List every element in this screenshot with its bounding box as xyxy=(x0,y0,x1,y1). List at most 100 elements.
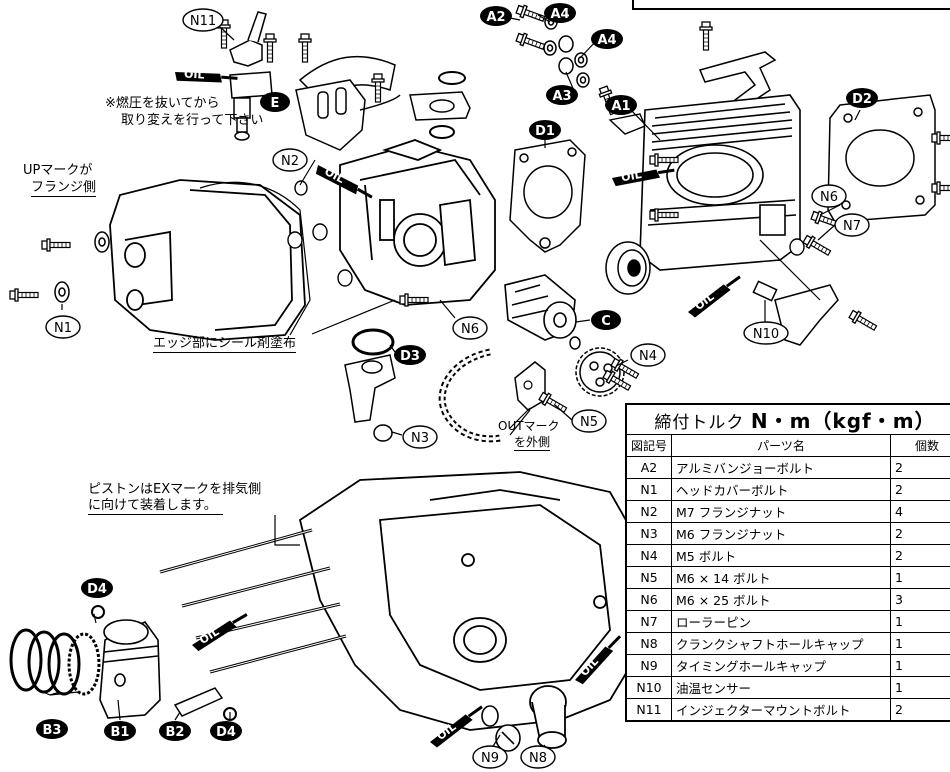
camshaft xyxy=(504,274,577,341)
callout-n5: N5 xyxy=(571,409,607,433)
roller-pin xyxy=(801,233,833,259)
callout-c: C xyxy=(591,310,621,330)
cell-name: インジェクターマウントボルト xyxy=(671,698,892,722)
cell-name: M5 ボルト xyxy=(671,544,892,567)
svg-text:C: C xyxy=(601,314,611,329)
cell-qty: 2 xyxy=(890,478,950,501)
gasket-d1 xyxy=(509,139,586,253)
svg-text:D4: D4 xyxy=(216,725,236,740)
callout-n9: N9 xyxy=(472,745,508,769)
cell-code: N8 xyxy=(625,632,673,655)
cylinder-head xyxy=(339,139,496,306)
round-cover xyxy=(605,241,651,295)
cell-code: N2 xyxy=(625,500,673,523)
svg-text:N2: N2 xyxy=(281,154,299,169)
piston-pin xyxy=(173,687,224,717)
cell-code: A2 xyxy=(625,456,673,479)
intake-bolt xyxy=(298,33,312,63)
callout-n11: N11 xyxy=(182,8,224,32)
svg-text:A4: A4 xyxy=(597,33,616,48)
cell-qty: 1 xyxy=(890,654,950,677)
cell-name: M6 × 14 ボルト xyxy=(671,566,892,589)
svg-text:N6: N6 xyxy=(461,322,479,337)
cell-name: アルミバンジョーボルト xyxy=(671,456,892,479)
lower-bracket xyxy=(774,284,839,346)
cell-qty: 1 xyxy=(890,632,950,655)
callout-a1: A1 xyxy=(605,95,637,115)
cam-sprocket xyxy=(575,347,625,397)
svg-text:D1: D1 xyxy=(535,124,555,139)
cell-qty: 1 xyxy=(890,676,950,699)
cell-qty: 2 xyxy=(890,522,950,545)
svg-text:N4: N4 xyxy=(639,349,657,364)
note-out-mark-1: OUTマーク xyxy=(498,419,560,433)
clip-d4 xyxy=(91,605,105,619)
callout-d4-left: D4 xyxy=(81,578,113,598)
column-header-code: 図記号 xyxy=(625,434,673,457)
piston xyxy=(99,619,161,719)
callout-n3: N3 xyxy=(402,425,438,449)
oil-indicator-icon xyxy=(681,274,750,321)
svg-text:N3: N3 xyxy=(411,431,429,446)
note-piston-2: に向けて装着します。 xyxy=(88,498,223,515)
cell-qty: 2 xyxy=(890,456,950,479)
piston-rings xyxy=(9,628,101,696)
callout-b1: B1 xyxy=(104,721,136,741)
callout-n7: N7 xyxy=(834,213,870,237)
callout-n8: N8 xyxy=(520,745,556,769)
svg-text:N11: N11 xyxy=(190,14,216,29)
cell-qty: 4 xyxy=(890,500,950,523)
cell-qty: 3 xyxy=(890,588,950,611)
svg-text:A4: A4 xyxy=(550,7,569,22)
bracket-bolt xyxy=(699,21,713,51)
top-frame-border xyxy=(632,0,950,10)
note-piston-1: ピストンはEXマークを排気側 xyxy=(88,482,262,497)
svg-text:B1: B1 xyxy=(111,725,130,740)
crank-cap xyxy=(529,685,567,749)
cell-code: N7 xyxy=(625,610,673,633)
callout-n1: N1 xyxy=(45,315,81,339)
cam-chain xyxy=(438,348,501,443)
svg-text:N8: N8 xyxy=(529,751,547,766)
column-header-qty: 個数 xyxy=(890,434,950,457)
stud xyxy=(931,131,950,145)
cell-name: 油温センサー xyxy=(671,676,892,699)
cell-name: M6 フランジナット xyxy=(671,522,892,545)
callout-n4: N4 xyxy=(630,343,666,367)
svg-text:A3: A3 xyxy=(552,89,571,104)
banjo-bolt xyxy=(514,30,547,54)
svg-text:B2: B2 xyxy=(166,725,185,740)
torque-table-title: 締付トルク N・m（kgf・m） xyxy=(625,403,950,435)
svg-text:N9: N9 xyxy=(481,751,499,766)
cell-qty: 2 xyxy=(890,698,950,722)
callout-d1: D1 xyxy=(529,120,561,140)
svg-text:N1: N1 xyxy=(54,321,72,336)
svg-text:N5: N5 xyxy=(580,415,598,430)
gasket-d2 xyxy=(827,94,936,223)
callout-n10: N10 xyxy=(743,321,789,345)
injector-bolt xyxy=(263,33,277,63)
oil-indicator-icon xyxy=(171,59,240,98)
head-cover-bolt xyxy=(9,288,39,302)
intake-manifold xyxy=(295,55,401,151)
callout-a2: A2 xyxy=(480,6,512,26)
svg-text:A1: A1 xyxy=(611,99,630,114)
cell-code: N5 xyxy=(625,566,673,589)
note-up-mark-1: UPマークが xyxy=(23,163,93,178)
crankcase xyxy=(298,471,641,731)
cell-name: M7 フランジナット xyxy=(671,500,892,523)
svg-text:A2: A2 xyxy=(486,10,505,25)
cell-qty: 1 xyxy=(890,566,950,589)
tensioner-bolt xyxy=(537,390,569,416)
svg-text:D2: D2 xyxy=(852,92,872,107)
callout-a4-lower: A4 xyxy=(591,29,623,49)
